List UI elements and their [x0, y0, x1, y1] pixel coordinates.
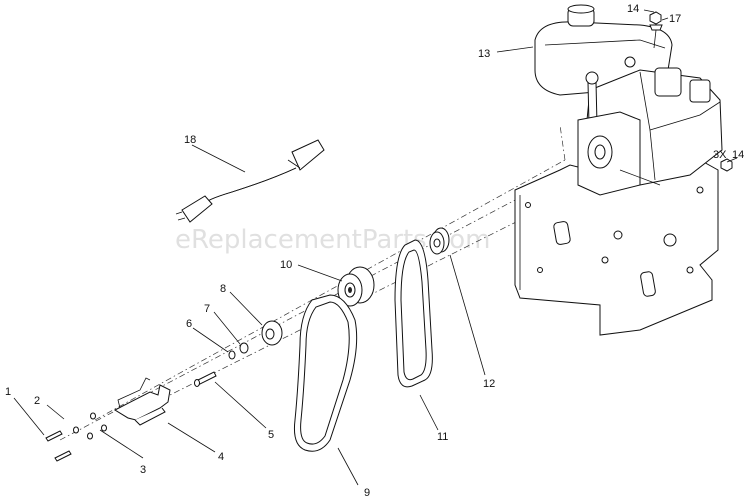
nut: [720, 158, 733, 172]
recoil-starter: [654, 67, 682, 97]
screw: [45, 430, 63, 442]
shoulder-bolt: [194, 371, 217, 387]
extension-cord: [175, 139, 325, 223]
belt-upper: [394, 239, 433, 388]
callout-2: 2: [34, 395, 40, 407]
callout-18: 18: [184, 134, 196, 146]
washer: [649, 24, 663, 31]
callout-9: 9: [364, 487, 370, 499]
mounting-plate: [514, 159, 719, 336]
plate-slot: [640, 271, 656, 297]
callout-1: 1: [5, 386, 11, 398]
nut: [87, 432, 93, 440]
washer: [239, 342, 249, 354]
plate-hole: [601, 256, 609, 264]
plate-slot: [553, 221, 571, 245]
engine: [534, 4, 723, 196]
callout-13: 13: [478, 48, 490, 60]
plate-hole: [686, 266, 694, 274]
spacer: [228, 350, 236, 360]
callout-5: 5: [268, 429, 274, 441]
small-pulley: [261, 320, 283, 346]
callout-14-top: 14: [627, 3, 639, 15]
drive-pulley: [337, 266, 375, 307]
nut: [101, 424, 107, 432]
callout-labels: 1 2 3 4 5 6 7 8 9 10 11 12 13 14 17 3X 1…: [5, 3, 744, 499]
belt-guide-bracket: [113, 377, 171, 426]
washer: [73, 426, 79, 434]
pulley-hardware: [228, 342, 249, 360]
plate-hole: [613, 230, 623, 240]
callout-7: 7: [204, 303, 210, 315]
plate-hole: [525, 202, 531, 208]
callout-14-right: 14: [732, 149, 744, 161]
bracket-fasteners: [45, 412, 107, 462]
plate-hole: [663, 233, 677, 247]
callout-17: 17: [669, 13, 681, 25]
callout-6: 6: [186, 318, 192, 330]
callout-3: 3: [140, 464, 146, 476]
leader-lines: [13, 9, 738, 486]
nut: [649, 11, 662, 25]
plate-hole: [537, 267, 543, 273]
screw: [54, 450, 72, 462]
washer: [90, 412, 96, 420]
plate-hole: [696, 186, 704, 194]
callout-11: 11: [437, 431, 448, 443]
callout-10: 10: [280, 259, 292, 271]
top-fasteners: [649, 11, 733, 172]
idler-pulley: [429, 227, 450, 255]
choke-knob: [624, 56, 636, 68]
callout-12: 12: [483, 378, 495, 390]
callout-8: 8: [220, 283, 226, 295]
belt-lower: [294, 294, 358, 452]
callout-4: 4: [218, 451, 224, 463]
callout-3x: 3X: [713, 149, 727, 161]
